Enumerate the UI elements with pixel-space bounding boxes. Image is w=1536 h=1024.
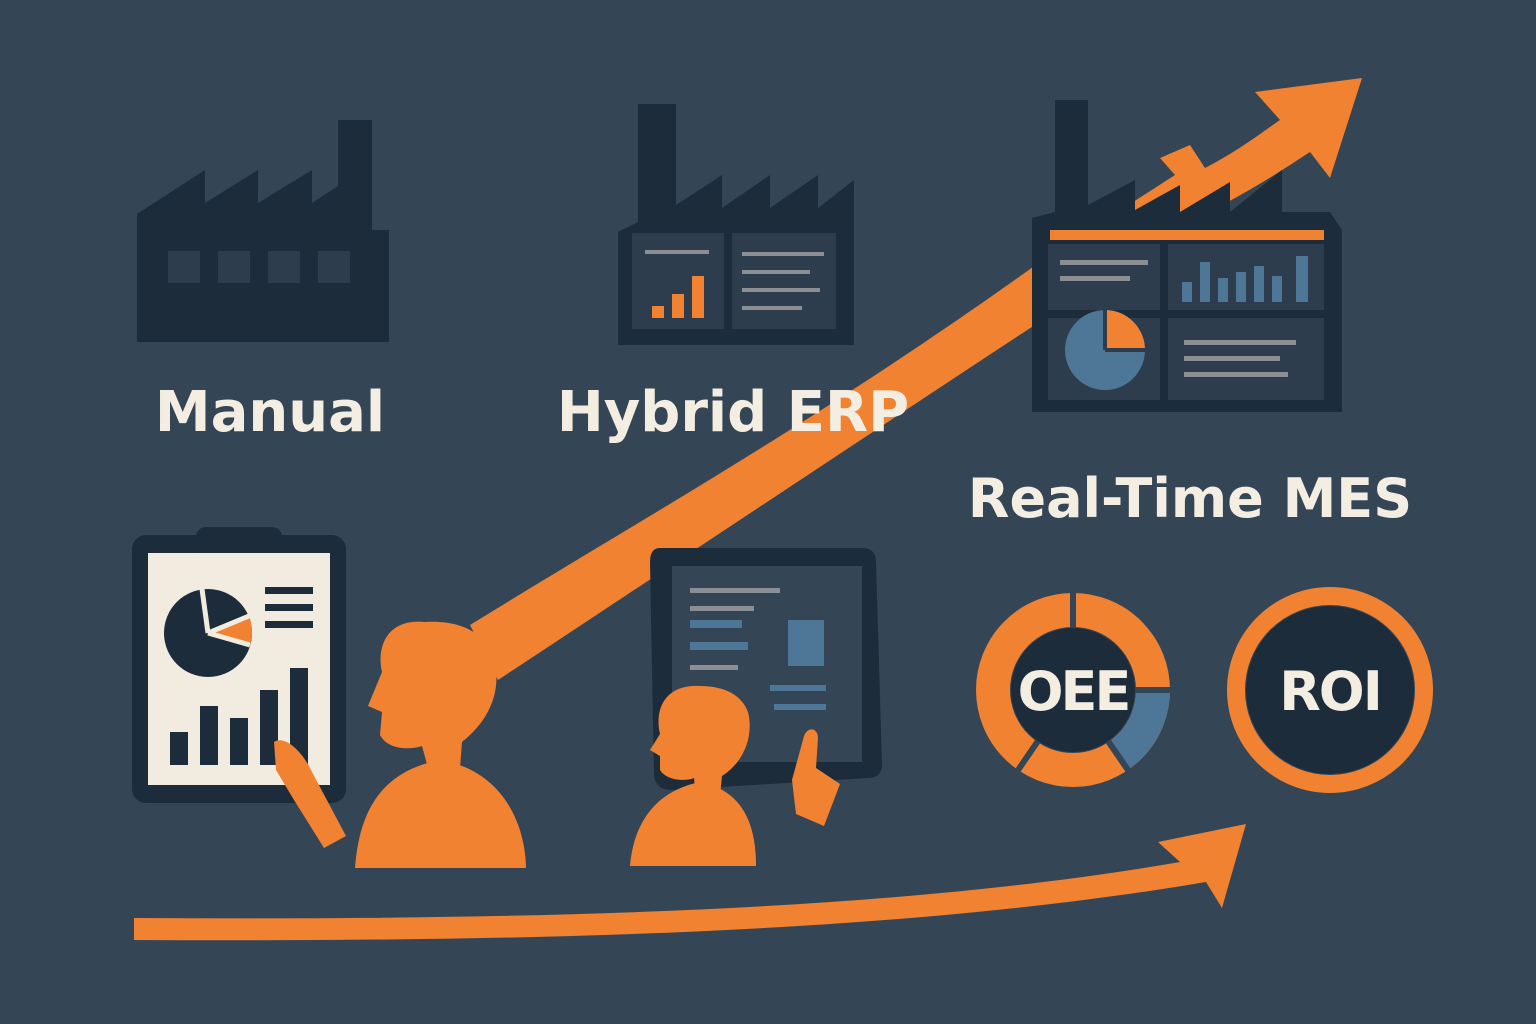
person-icon <box>630 685 840 866</box>
kpi-label-oee: OEE <box>1018 660 1129 723</box>
stage-label-manual: Manual <box>155 380 385 445</box>
kpi-label-roi: ROI <box>1279 660 1381 723</box>
factory-erp-icon <box>618 104 854 345</box>
factory-manual-icon <box>137 120 389 342</box>
factory-mes-icon <box>1032 100 1342 412</box>
person-icon <box>274 621 526 868</box>
clipboard-report-icon <box>132 527 346 803</box>
ring-gauge-icon: ROI <box>1227 587 1433 793</box>
stage-label-hybrid-erp: Hybrid ERP <box>557 380 909 445</box>
donut-gauge-icon: OEE <box>976 590 1173 787</box>
stage-label-real-time-mes: Real-Time MES <box>968 467 1412 530</box>
growth-arrow-icon <box>134 824 1246 941</box>
